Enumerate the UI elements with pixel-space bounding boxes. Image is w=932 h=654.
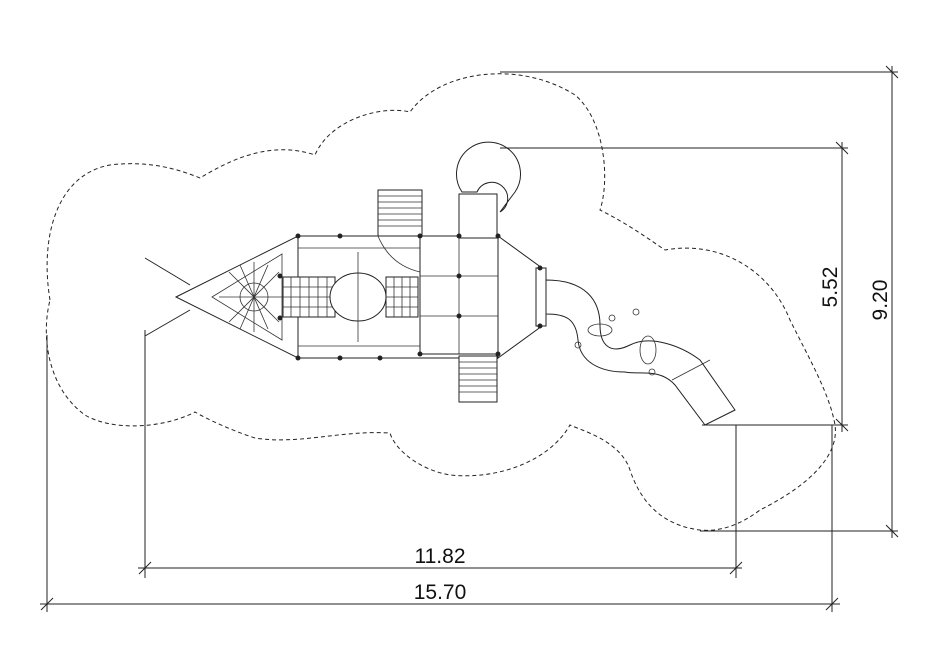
stern-taper [497, 235, 543, 359]
round-slide-start [456, 141, 521, 213]
dimension-width-structure-label: 5.52 [819, 267, 842, 308]
slide-joints [587, 323, 711, 381]
stern-rail [535, 267, 547, 327]
dimension-width-total-label: 9.20 [869, 280, 892, 321]
slide-bolts [574, 308, 656, 376]
dimension-width-total [500, 65, 899, 538]
wheel-spokes [219, 262, 289, 332]
tower-upper [458, 193, 498, 239]
entry-line-bottom [144, 309, 191, 337]
deck-grate-right [385, 276, 419, 318]
stair-lower [458, 355, 498, 403]
posts [277, 233, 543, 361]
dimension-length-total [40, 335, 840, 612]
deck-grate-left [282, 276, 336, 318]
dimension-width-structure [500, 141, 849, 432]
dimension-length-total-label: 15.70 [414, 581, 467, 604]
entry-line-top [144, 257, 191, 286]
stair-upper-left [377, 189, 423, 273]
dimension-length-structure-label: 11.82 [415, 545, 466, 568]
dimension-length-structure [138, 330, 743, 578]
